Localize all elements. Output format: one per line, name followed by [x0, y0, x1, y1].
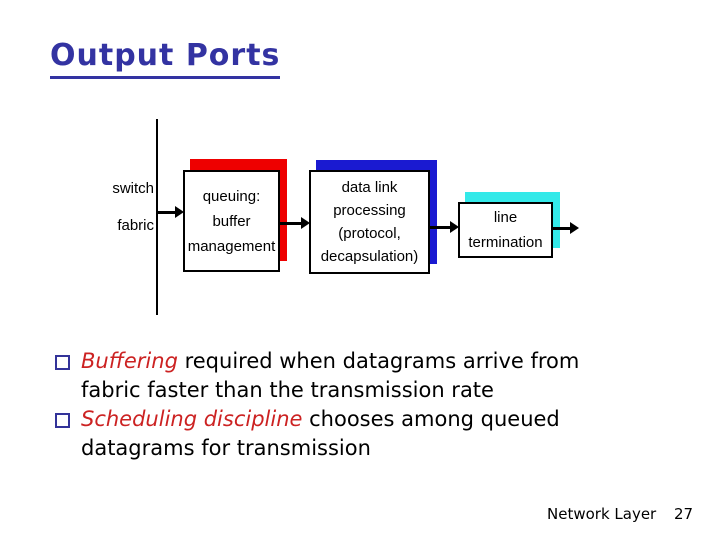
data-link-processing-box: data link processing (protocol, decapsul…: [309, 170, 430, 274]
arrow-fabric-to-queuing: [157, 205, 184, 219]
arrow-shaft: [157, 210, 175, 214]
bullet-item-scheduling: Scheduling discipline chooses among queu…: [55, 405, 675, 463]
bullet-line2: datagrams for transmission: [81, 436, 371, 460]
switch-label: switch: [112, 180, 154, 197]
arrow-head-icon: [570, 222, 579, 234]
bullet-square-icon: [55, 355, 70, 370]
bullet-lead: Scheduling discipline: [81, 407, 303, 431]
arrow-shaft: [280, 221, 301, 225]
fabric-label: fabric: [117, 217, 154, 234]
queuing-box: queuing: buffer management: [183, 170, 280, 272]
switch-fabric-line: [156, 119, 158, 315]
bullet-rest: required when datagrams arrive from: [177, 349, 580, 373]
bullet-list: Buffering required when datagrams arrive…: [55, 347, 675, 463]
box-line: buffer: [212, 212, 251, 230]
bullet-lead: Buffering: [81, 349, 178, 373]
bullet-item-buffering: Buffering required when datagrams arrive…: [55, 347, 675, 405]
box-line: line: [493, 209, 518, 226]
arrow-line-out: [553, 221, 579, 235]
bullet-text: Buffering required when datagrams arrive…: [81, 347, 579, 405]
bullet-line2: fabric faster than the transmission rate: [81, 378, 494, 402]
arrow-shaft: [430, 225, 450, 229]
arrow-head-icon: [301, 217, 310, 229]
arrow-head-icon: [175, 206, 184, 218]
box-line: processing: [333, 202, 406, 219]
box-line: termination: [468, 234, 543, 251]
line-termination-box: line termination: [458, 202, 553, 258]
box-line: data link: [341, 179, 398, 196]
box-line: queuing:: [202, 187, 261, 205]
bullet-text: Scheduling discipline chooses among queu…: [81, 405, 560, 463]
bullet-square-icon: [55, 413, 70, 428]
bullet-rest: chooses among queued: [302, 407, 560, 431]
box-line: (protocol,: [338, 225, 401, 242]
arrow-head-icon: [450, 221, 459, 233]
arrow-queuing-to-datalink: [280, 216, 310, 230]
page-number: 27: [674, 505, 694, 523]
box-line: management: [187, 237, 276, 255]
box-line: decapsulation): [320, 248, 419, 265]
arrow-shaft: [553, 226, 570, 230]
slide-title: Output Ports: [50, 38, 281, 79]
footer-label: Network Layer: [547, 505, 657, 523]
arrow-datalink-to-line-termination: [430, 220, 459, 234]
